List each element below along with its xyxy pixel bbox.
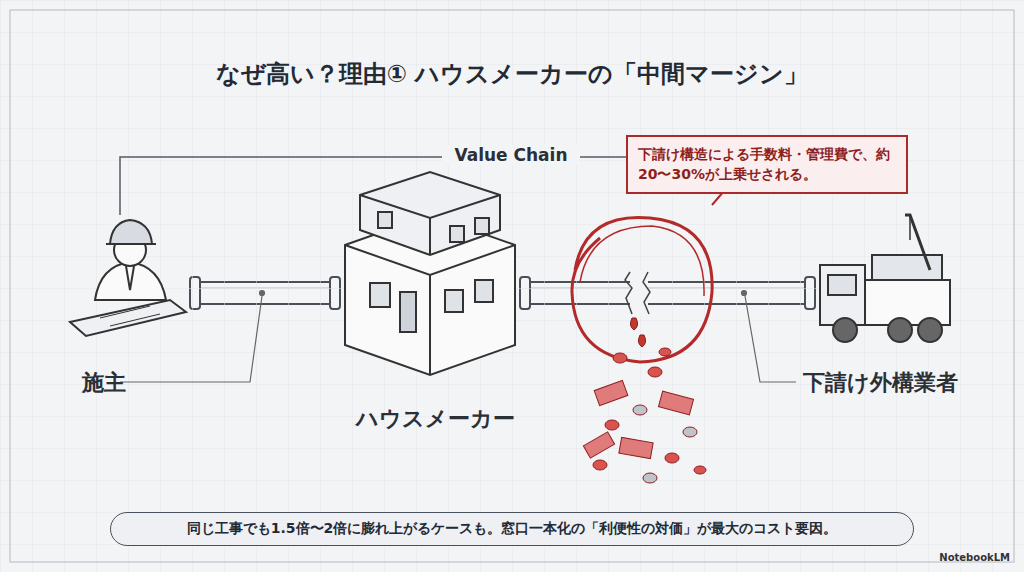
title: なぜ高い？理由① ハウスメーカーの「中間マージン」 bbox=[0, 58, 1024, 90]
falling-money bbox=[583, 318, 706, 483]
crack-edge bbox=[625, 272, 650, 314]
node-label: 下請け外構業者 bbox=[803, 368, 958, 398]
callout-box: 下請け構造による手数料・管理費で、約20〜30%が上乗せされる。 bbox=[626, 135, 908, 194]
section-label: Value Chain bbox=[442, 145, 580, 165]
caption-bar: 同じ工事でも1.5倍〜2倍に膨れ上がるケースも。窓口一本化の「利便性の対価」が最… bbox=[110, 512, 914, 546]
actor-node: ハウスメーカー bbox=[340, 168, 520, 378]
watermark: NotebookLM bbox=[900, 552, 1010, 563]
node-label: ハウスメーカー bbox=[356, 404, 515, 434]
leader-lines bbox=[120, 291, 796, 383]
actor-node: 下請け外構業者 bbox=[815, 205, 960, 345]
frame bbox=[10, 10, 1014, 562]
actor-node: 施主 bbox=[68, 215, 190, 340]
callout-text: 下請け構造による手数料・管理費で、約20〜30%が上乗せされる。 bbox=[638, 144, 896, 185]
node-label: 施主 bbox=[82, 368, 126, 398]
owner-figure bbox=[70, 220, 186, 336]
highlight-circle bbox=[572, 217, 712, 362]
highlight-circle bbox=[580, 226, 704, 296]
house-figure bbox=[345, 172, 515, 375]
caption: 同じ工事でも1.5倍〜2倍に膨れ上がるケースも。窓口一本化の「利便性の対価」が最… bbox=[123, 520, 901, 538]
truck-figure bbox=[820, 215, 950, 342]
